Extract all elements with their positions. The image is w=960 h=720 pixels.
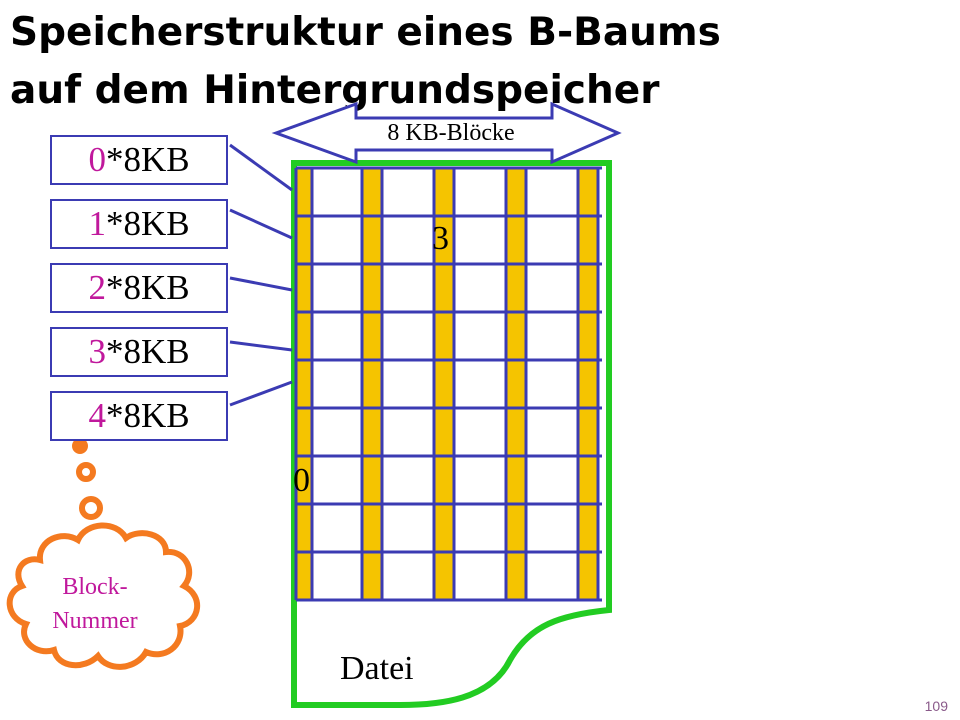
- block-size-arrow: [271, 101, 622, 165]
- block-stripe: [506, 168, 526, 600]
- block-address-3: 3*8KB: [50, 327, 228, 377]
- storage-grid: [294, 166, 602, 602]
- block-stripe: [578, 168, 598, 600]
- page-number: 109: [924, 698, 948, 714]
- block-number-cloud: [6, 522, 201, 670]
- block-unit: *8KB: [105, 140, 190, 179]
- block-unit: *8KB: [105, 268, 190, 307]
- block-number: 4: [88, 396, 106, 435]
- block-address-0: 0*8KB: [50, 135, 228, 185]
- file-outline: [291, 160, 612, 708]
- connector-1: [229, 208, 293, 240]
- block-address-4: 4*8KB: [50, 391, 228, 441]
- block-stripe: [434, 168, 454, 600]
- block-unit: *8KB: [105, 332, 190, 371]
- cell-label-0: 0: [293, 462, 310, 499]
- block-number: 3: [88, 332, 106, 371]
- block-unit: *8KB: [105, 204, 190, 243]
- block-number: 2: [88, 268, 106, 307]
- file-label: Datei: [340, 650, 414, 687]
- thought-bubble-dots: [72, 438, 103, 520]
- connector-2: [229, 276, 293, 292]
- block-unit: *8KB: [105, 396, 190, 435]
- cloud-label: Block- Nummer: [40, 570, 150, 638]
- connector-3: [229, 340, 293, 352]
- connector-4: [229, 380, 293, 407]
- title-line-1: Speicherstruktur eines B-Baums: [10, 10, 721, 55]
- slide-title: Speicherstruktur eines B-Baums auf dem H…: [10, 4, 950, 120]
- block-stripes: [296, 168, 598, 600]
- connector-0: [229, 143, 293, 192]
- block-stripe: [362, 168, 382, 600]
- block-connectors: [229, 143, 293, 407]
- block-address-1: 1*8KB: [50, 199, 228, 249]
- block-stripe: [296, 168, 312, 600]
- block-address-2: 2*8KB: [50, 263, 228, 313]
- block-number: 0: [88, 140, 106, 179]
- cell-label-3: 3: [432, 220, 449, 257]
- block-number: 1: [88, 204, 106, 243]
- block-size-label: 8 KB-Blöcke: [387, 120, 515, 146]
- cloud-label-line-1: Block-: [62, 574, 128, 600]
- cloud-label-line-2: Nummer: [52, 608, 138, 634]
